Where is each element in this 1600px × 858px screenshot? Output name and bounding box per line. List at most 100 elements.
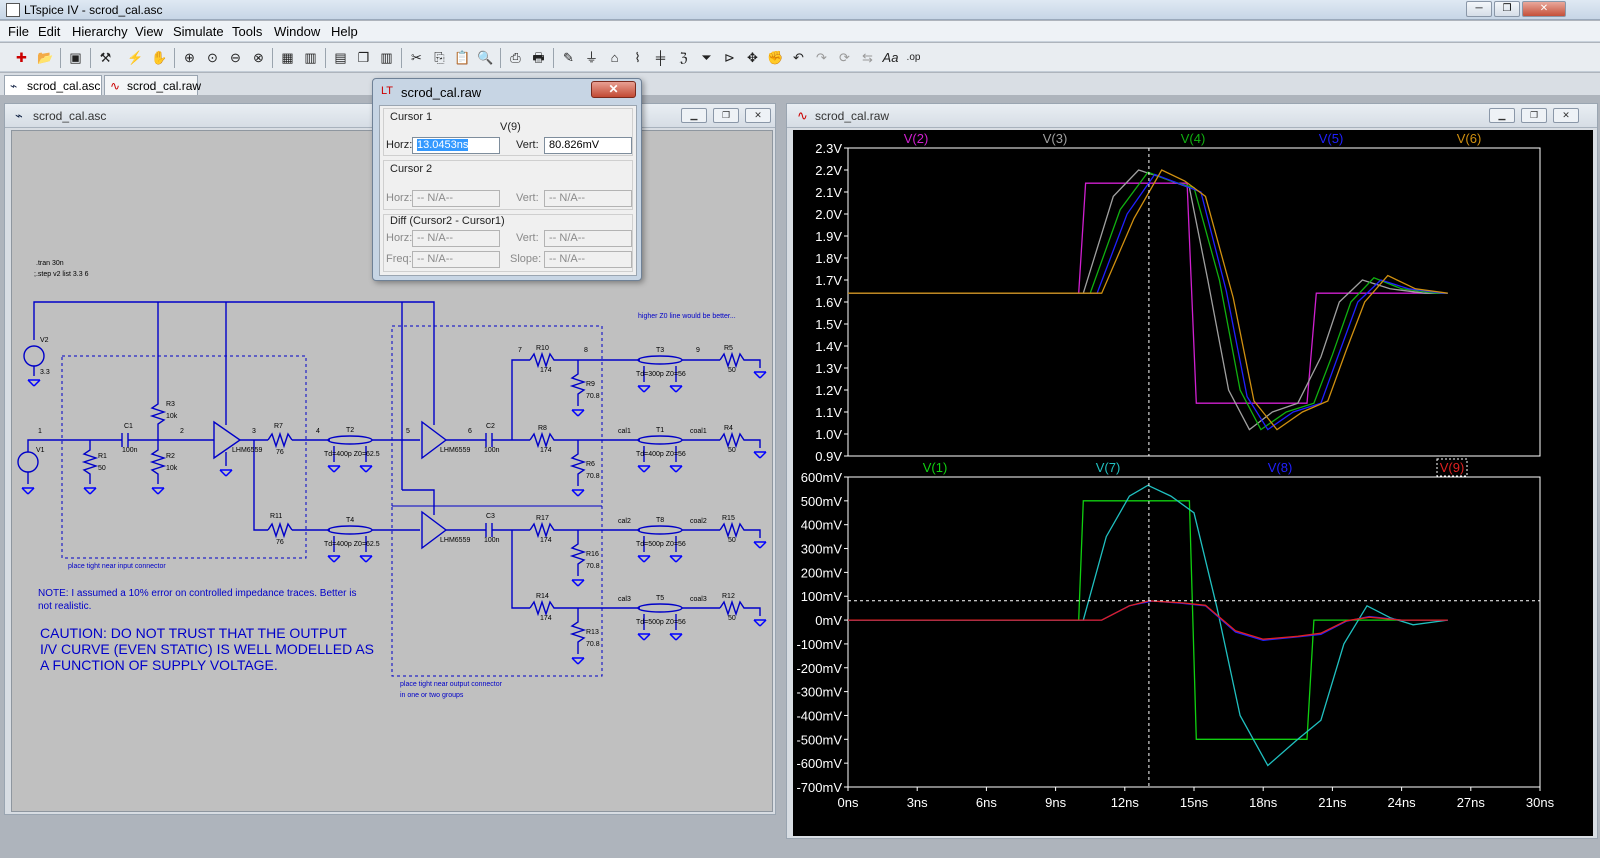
menu-help[interactable]: Help: [331, 24, 358, 39]
close-button[interactable]: ✕: [1522, 1, 1566, 17]
cursor1-trace: V(9): [500, 121, 521, 133]
rotate-icon[interactable]: ⟳: [839, 50, 850, 65]
y-tick-label: 600mV: [801, 470, 843, 485]
y-tick-label: 1.2V: [815, 383, 842, 398]
y-tick-label: 1.8V: [815, 251, 842, 266]
redo-icon[interactable]: ↷: [816, 50, 827, 65]
schematic-close-button[interactable]: ✕: [745, 108, 771, 123]
plot-area[interactable]: [793, 130, 1593, 836]
cursor-dialog: LT scrod_cal.raw ✕ Cursor 1 V(9) Horz: 1…: [372, 78, 642, 281]
diff-freq-field[interactable]: -- N/A--: [412, 251, 500, 268]
paste-icon[interactable]: 📋: [454, 50, 471, 65]
menu-edit[interactable]: Edit: [38, 24, 61, 39]
diff-vert-field[interactable]: -- N/A--: [544, 230, 632, 247]
run-icon[interactable]: ⚡: [127, 50, 144, 65]
diff-group: Diff (Cursor2 - Cursor1) Horz: -- N/A-- …: [383, 214, 633, 272]
text-icon[interactable]: Aa: [882, 50, 899, 65]
schematic-icon: ⌁: [10, 79, 18, 93]
x-tick-label: 30ns: [1526, 795, 1555, 810]
halt-icon[interactable]: ✋: [151, 50, 168, 65]
label-net-icon[interactable]: ⌂: [610, 50, 619, 65]
cursor2-label: Cursor 2: [390, 163, 433, 175]
tab-schematic[interactable]: ⌁ scrod_cal.asc: [4, 75, 102, 95]
cursor2-vert-label: Vert:: [516, 192, 539, 204]
save-icon[interactable]: ▣: [69, 50, 82, 65]
new-schematic-icon[interactable]: ✚: [16, 50, 27, 65]
zoom-in-icon[interactable]: ⊕: [184, 50, 195, 65]
draw-wire-icon[interactable]: ✎: [563, 50, 574, 65]
schematic-restore-button[interactable]: ❐: [713, 108, 739, 123]
component-icon[interactable]: ⊳: [724, 50, 735, 65]
y-tick-label: 400mV: [801, 518, 843, 533]
diff-horz-label: Horz:: [386, 232, 413, 244]
y-tick-label: 2.1V: [815, 185, 842, 200]
capacitor-icon[interactable]: ╪: [655, 50, 666, 65]
cursor1-horz-field[interactable]: 13.0453ns: [412, 137, 500, 154]
y-tick-label: 2.2V: [815, 163, 842, 178]
toolbar: ✚ 📂 ▣ ⚒ ⚡ ✋ ⊕ ⊙ ⊖ ⊗ ▦ ▥ ▤ ❐ ▥ ✂ ⎘ 📋 🔍 ⎙ …: [0, 43, 1600, 72]
menu-bar: File Edit Hierarchy View Simulate Tools …: [0, 21, 1600, 42]
x-tick-label: 3ns: [907, 795, 928, 810]
cursor1-vert-label: Vert:: [516, 139, 539, 151]
copy-icon[interactable]: ⎘: [434, 50, 445, 65]
cursor2-vert-field[interactable]: -- N/A--: [544, 190, 632, 207]
menu-view[interactable]: View: [135, 24, 163, 39]
print-icon[interactable]: 🖶: [532, 50, 545, 65]
open-icon[interactable]: 📂: [37, 50, 54, 65]
cursor1-vert-field[interactable]: 80.826mV: [544, 137, 632, 154]
waveform-close-button[interactable]: ✕: [1553, 108, 1579, 123]
diode-icon[interactable]: ⏷: [701, 50, 712, 65]
trace-v1: [848, 500, 1448, 740]
resistor-icon[interactable]: ⌇: [634, 50, 641, 65]
drag-icon[interactable]: ✊: [767, 50, 784, 65]
waveform-restore-button[interactable]: ❐: [1521, 108, 1547, 123]
menu-file[interactable]: File: [8, 24, 29, 39]
cursor-dialog-close-button[interactable]: ✕: [591, 81, 636, 98]
y-tick-label: 200mV: [801, 565, 843, 580]
waveform-minimize-button[interactable]: ▁: [1489, 108, 1515, 123]
trace-v7: [848, 484, 1448, 767]
diff-horz-field[interactable]: -- N/A--: [412, 230, 500, 247]
autorange-icon[interactable]: ▦: [281, 50, 294, 65]
y-tick-label: 2.3V: [815, 141, 842, 156]
undo-icon[interactable]: ↶: [793, 50, 804, 65]
legend-selected-box: [1436, 458, 1468, 477]
waveform-window: ∿ scrod_cal.raw ▁ ❐ ✕: [786, 103, 1598, 839]
zoom-out-icon[interactable]: ⊖: [230, 50, 241, 65]
cursor2-horz-field[interactable]: -- N/A--: [412, 190, 500, 207]
schematic-minimize-button[interactable]: ▁: [681, 108, 707, 123]
spice-directive-icon[interactable]: .op: [906, 52, 921, 63]
tab-waveform[interactable]: ∿ scrod_cal.raw: [104, 75, 202, 95]
minimize-button[interactable]: ─: [1466, 1, 1492, 17]
zoom-pan-icon[interactable]: ⊙: [207, 50, 218, 65]
menu-simulate[interactable]: Simulate: [173, 24, 224, 39]
menu-window[interactable]: Window: [274, 24, 321, 39]
tab-waveform-label: scrod_cal.raw: [127, 79, 202, 93]
waveform-icon: ∿: [110, 79, 121, 93]
maximize-button[interactable]: ❐: [1494, 1, 1520, 17]
diff-slope-field[interactable]: -- N/A--: [544, 251, 632, 268]
cursor1-label: Cursor 1: [390, 111, 433, 123]
ground-icon[interactable]: ⏚: [584, 50, 598, 65]
tile-horizontal-icon[interactable]: ▤: [334, 50, 347, 65]
move-icon[interactable]: ✥: [747, 50, 758, 65]
menu-tools[interactable]: Tools: [232, 24, 263, 39]
legend-v2: V(2): [904, 131, 929, 146]
y-tick-label: 1.6V: [815, 295, 842, 310]
find-icon[interactable]: 🔍: [477, 50, 494, 65]
diff-freq-label: Freq:: [386, 253, 412, 265]
y-tick-label: -400mV: [796, 708, 842, 723]
y-tick-label: 100mV: [801, 589, 843, 604]
cut-icon[interactable]: ✂: [411, 50, 422, 65]
delete-plot-icon[interactable]: ▥: [304, 50, 317, 65]
print-preview-icon[interactable]: ⎙: [510, 50, 521, 65]
mirror-icon[interactable]: ⇆: [862, 50, 873, 65]
inductor-icon[interactable]: ℨ: [679, 50, 688, 65]
zoom-fit-icon[interactable]: ⊗: [253, 50, 264, 65]
y-tick-label: 2.0V: [815, 207, 842, 222]
cascade-icon[interactable]: ❐: [357, 50, 370, 65]
control-panel-icon[interactable]: ⚒: [99, 50, 112, 65]
tile-vertical-icon[interactable]: ▥: [380, 50, 393, 65]
menu-hierarchy[interactable]: Hierarchy: [72, 24, 128, 39]
